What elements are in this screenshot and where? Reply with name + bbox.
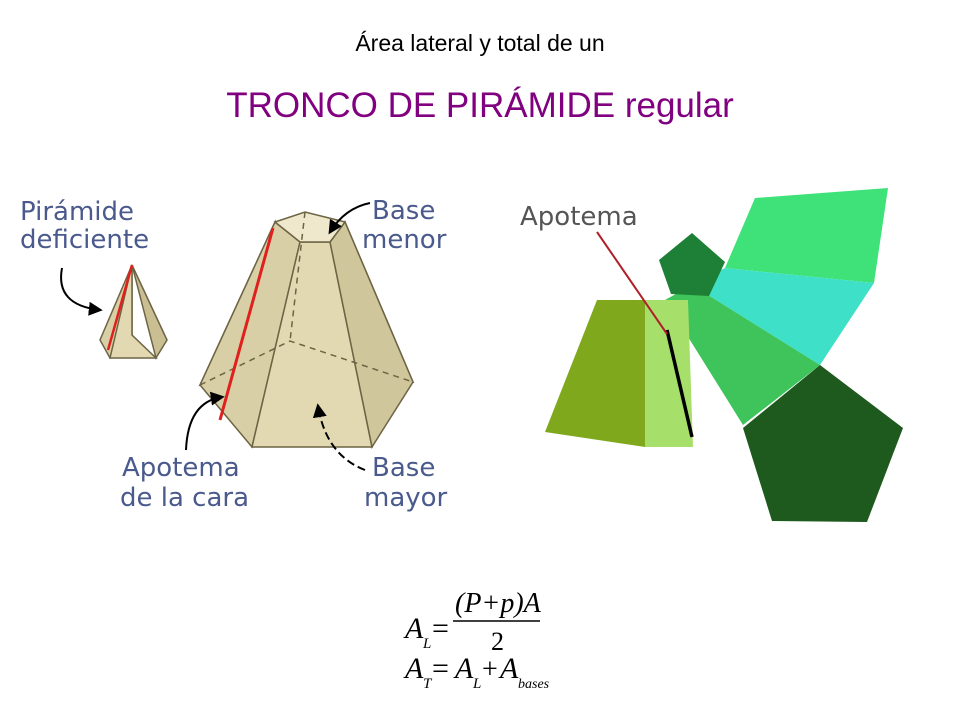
small-apothem-line bbox=[106, 264, 134, 351]
formula-AT-AL-sub: L bbox=[472, 676, 481, 692]
label-piramide-1: Pirámide bbox=[20, 197, 134, 227]
formula-area-total: A T = A L + A bases bbox=[403, 652, 550, 692]
formula-denominator: 2 bbox=[491, 627, 504, 656]
formula-AT-Ab: A bbox=[498, 652, 519, 685]
formula-AT-plus: + bbox=[482, 654, 498, 685]
deficient-pyramid bbox=[99, 264, 168, 360]
label-piramide-2: deficiente bbox=[20, 225, 149, 255]
frustum bbox=[198, 211, 415, 449]
label-apotema: Apotema bbox=[520, 202, 638, 232]
frustum-net bbox=[545, 188, 903, 522]
net-apothem-line bbox=[665, 329, 694, 438]
formula-AT-sub: T bbox=[423, 676, 433, 692]
subtitle: Área lateral y total de un bbox=[355, 30, 605, 56]
arrow-apotema-cara bbox=[185, 391, 225, 451]
face-apothem-line bbox=[218, 227, 275, 421]
label-base-mayor-1: Base bbox=[372, 453, 435, 483]
label-apotema-cara-2: de la cara bbox=[120, 483, 249, 513]
formula-AL-A: A bbox=[403, 612, 424, 645]
label-base-menor-1: Base bbox=[372, 196, 435, 226]
label-base-menor-2: menor bbox=[362, 225, 447, 255]
net-face-olive bbox=[545, 300, 645, 447]
net-large-pentagon bbox=[743, 365, 903, 522]
net-face-teal bbox=[692, 268, 874, 365]
label-base-mayor-2: mayor bbox=[364, 483, 448, 513]
net-face-mid bbox=[665, 285, 820, 425]
net-small-pentagon bbox=[659, 233, 725, 296]
arrow-base-mayor bbox=[312, 403, 366, 471]
formula-AT-eq: = bbox=[432, 652, 449, 685]
label-apotema-cara-1: Apotema bbox=[122, 453, 240, 483]
net-face-light bbox=[645, 300, 693, 447]
page-title: TRONCO DE PIRÁMIDE regular bbox=[226, 86, 734, 125]
formula-AT-bases: bases bbox=[518, 677, 550, 692]
formula-AT-A: A bbox=[403, 652, 424, 685]
net-face-top bbox=[725, 188, 888, 283]
formula-AT-AL: A bbox=[453, 652, 474, 685]
formula-AL-eq: = bbox=[432, 612, 449, 645]
arrow-base-menor bbox=[328, 202, 371, 235]
formula-AL-sub: L bbox=[422, 636, 431, 652]
formula-numerator: (P+p)A bbox=[455, 588, 542, 619]
formula-area-lateral: A L = (P+p)A 2 bbox=[403, 588, 542, 656]
apotema-pointer bbox=[596, 231, 668, 335]
arrow-piramide bbox=[60, 267, 103, 316]
